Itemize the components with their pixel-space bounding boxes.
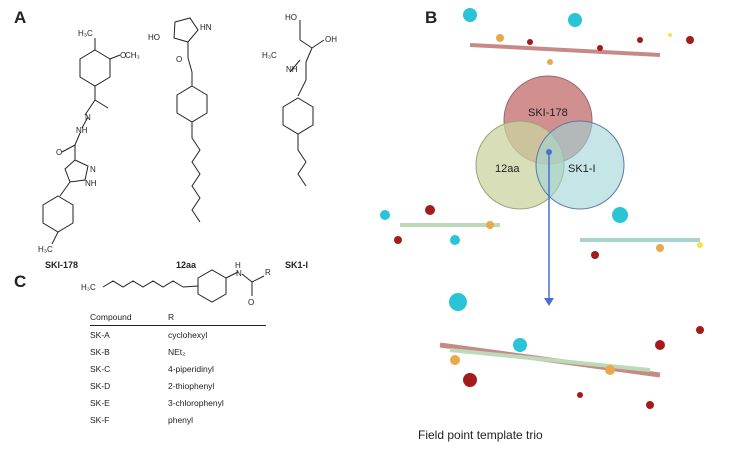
table-cell: SK-D — [90, 381, 111, 391]
table-cell: SK-C — [90, 364, 111, 374]
ski178-ring-bottom — [42, 195, 74, 233]
panel-letter-a: A — [14, 8, 27, 27]
panel-letter-b: B — [425, 8, 438, 27]
table-cell: 2-thiophenyl — [168, 381, 215, 391]
sk1i-chain — [297, 134, 307, 187]
atom-label: CH₃ — [125, 51, 140, 60]
atom-label: H₃C — [38, 245, 53, 254]
atom-label: R — [265, 268, 271, 277]
compound-label-12aa: 12aa — [176, 260, 197, 270]
atom-label: O — [176, 55, 182, 64]
field-render-left — [380, 205, 500, 245]
table-cell: SK-F — [90, 415, 110, 425]
table-cell: phenyl — [168, 415, 194, 425]
compound-label-sk1i: SK1-I — [285, 260, 309, 270]
table-cell: SK-E — [90, 398, 110, 408]
panel-letter-c: C — [14, 272, 27, 291]
table-row: SK-B NEt₂ — [90, 343, 266, 360]
ski178-pyrazole — [64, 159, 89, 183]
figure-caption: Field point template trio — [418, 428, 543, 442]
atom-label: H — [235, 261, 241, 270]
atom-label: O — [120, 51, 126, 60]
panelc-chain — [102, 280, 184, 288]
table-cell: SK-B — [90, 347, 110, 357]
table-header: R — [168, 310, 266, 326]
atom-label: O — [56, 148, 62, 157]
atom-label: N — [85, 113, 91, 122]
atom-label: H₃C — [81, 283, 96, 292]
venn-label-top: SKI-178 — [528, 107, 568, 119]
atom-label: NH — [286, 65, 298, 74]
compound-table: Compound R SK-A cyclohexyl SK-B NEt₂ SK-C 4… — [90, 310, 266, 428]
atom-label: HO — [285, 13, 297, 22]
c12aa-ring — [176, 85, 208, 123]
venn-label-left: 12aa — [495, 163, 520, 175]
table-row: SK-E 3-chlorophenyl — [90, 394, 266, 411]
table-row: SK-C 4-piperidinyl — [90, 360, 266, 377]
field-render-bottom — [439, 293, 704, 409]
venn-label-right: SK1-I — [568, 163, 596, 175]
atom-label: NH — [85, 179, 97, 188]
ski178-ring-top — [79, 49, 111, 87]
field-render-right — [580, 207, 703, 259]
table-header: Compound — [90, 310, 168, 326]
table-header-row: Compound R — [90, 310, 266, 326]
atom-label: O — [248, 298, 254, 307]
table-cell: NEt₂ — [168, 347, 186, 357]
table-cell: cyclohexyl — [168, 330, 208, 340]
c12aa-chain — [191, 122, 201, 223]
table-row: SK-A cyclohexyl — [90, 326, 266, 344]
table-row: SK-F phenyl — [90, 411, 266, 428]
atom-label: N — [236, 269, 242, 278]
sk1i-ring — [282, 97, 314, 135]
panelc-ring — [197, 269, 227, 303]
compound-label-ski178: SKI-178 — [45, 260, 79, 270]
table-cell: 3-chlorophenyl — [168, 398, 224, 408]
atom-label: N — [90, 165, 96, 174]
field-render-top — [463, 8, 694, 65]
atom-label: OH — [325, 35, 337, 44]
atom-label: H₃C — [78, 29, 93, 38]
table-cell: SK-A — [90, 330, 110, 340]
venn-diagram: SKI-178 12aa SK1-I — [475, 75, 625, 306]
table-cell: 4-piperidinyl — [168, 364, 214, 374]
c12aa-pyrrolidine — [173, 17, 199, 43]
atom-label: NH — [76, 126, 88, 135]
table-row: SK-D 2-thiophenyl — [90, 377, 266, 394]
atom-label: H₃C — [262, 51, 277, 60]
atom-label: HN — [200, 23, 212, 32]
atom-label: HO — [148, 33, 160, 42]
